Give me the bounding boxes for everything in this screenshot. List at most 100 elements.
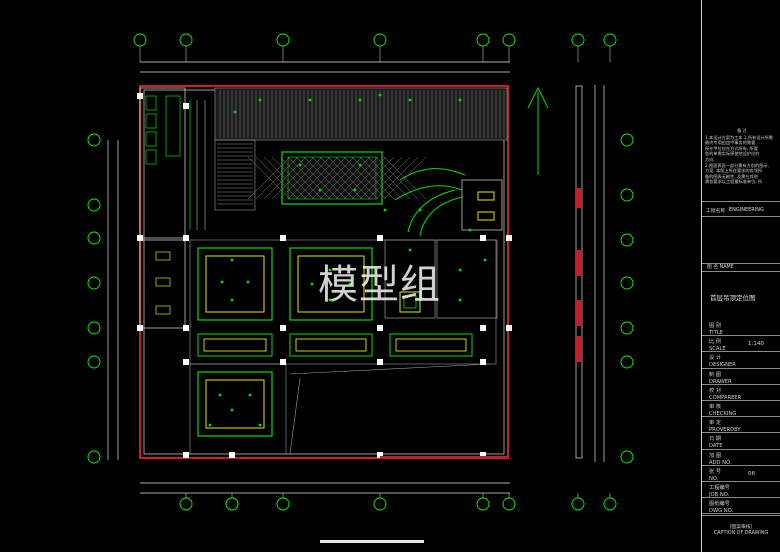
column: [183, 359, 189, 365]
light-fixture: [458, 268, 462, 272]
axis-bubble-bottom: [179, 497, 193, 511]
row-label-cn: 图纸编号: [709, 501, 730, 508]
axis-bubble-left: [87, 321, 101, 335]
note-line: 方向.: [705, 156, 715, 162]
pattern-line: [287, 156, 331, 200]
row-label-en: DRAWER: [709, 378, 732, 385]
note-line: 方案, 本图上所在要求的各领所: [705, 168, 763, 174]
axis-bubble-bottom: [571, 497, 585, 511]
axis-bubble-right: [620, 276, 634, 290]
north-arrow: [527, 86, 549, 175]
column: [480, 235, 486, 241]
light-fixture: [458, 298, 462, 302]
light-fixture: [378, 93, 382, 97]
column: [280, 325, 286, 331]
column: [377, 325, 383, 331]
row-label-cn: 图 别: [709, 323, 722, 329]
column: [229, 452, 235, 458]
row-label-cn: 日 期: [709, 436, 722, 443]
note-line: 2.图面表面一部分需有方别的图示,: [705, 162, 769, 168]
row-label-en: ADD NO.: [709, 459, 732, 466]
row-label-en: CHECKING: [709, 411, 737, 417]
light-fixture: [230, 408, 234, 412]
pattern-line: [343, 156, 387, 200]
axis-bubble-right: [620, 233, 634, 247]
axis-bubble-right: [620, 321, 634, 335]
note-line: 所在甲位应在方式所有, 所要: [705, 145, 758, 151]
light-fixture: [208, 423, 212, 427]
axis-bubble-top: [179, 33, 193, 47]
row-label-cn: 审 核: [709, 404, 722, 410]
timber-strip-ceiling: [214, 87, 508, 211]
caption-en: CAPTION OF DRAWING: [713, 531, 769, 536]
central-decorative-panel: [247, 151, 427, 205]
ceiling-coffers: [189, 239, 498, 455]
note-line: 各的单需实际原使地设护应的: [705, 151, 760, 157]
column: [480, 325, 486, 331]
row-label-cn: 校 对: [709, 387, 722, 394]
column: [183, 235, 189, 241]
engineering-value: ENGINEERING: [729, 207, 764, 213]
light-fixture: [230, 298, 234, 302]
light-fixture: [258, 423, 262, 427]
right-window-strip: [575, 85, 583, 459]
light-fixture: [348, 282, 352, 286]
light-fixture: [468, 228, 472, 232]
row-label-en: SCALE: [709, 346, 726, 353]
pattern-line: [351, 156, 395, 200]
pattern-line: [327, 156, 371, 200]
row-label-cn: 比 例: [709, 339, 722, 346]
engineering-row: 工程名称 ENGINEERING: [702, 201, 780, 217]
row-label-en: TITLE: [709, 330, 724, 336]
axis-bubble-top: [571, 33, 585, 47]
cad-drawing-canvas[interactable]: [0, 0, 700, 552]
light-fixture: [458, 98, 462, 102]
axis-bubble-left: [87, 231, 101, 245]
caption-block: (图案审核) CAPTION OF DRAWING: [702, 515, 780, 552]
pattern-line: [359, 156, 403, 200]
note-line: 最终专用由由甲事务的需要: [705, 140, 756, 146]
light-fixture: [248, 393, 252, 397]
column: [506, 235, 512, 241]
drawing-name: 首层吊顶定位图: [710, 294, 756, 302]
light-fixture: [408, 248, 412, 252]
row-label-en: COMPAREER: [709, 394, 742, 401]
axis-bubble-right: [620, 355, 634, 369]
row-label-cn: 审 定: [709, 420, 722, 427]
light-fixture: [358, 163, 362, 167]
row-label-en: PROVERDBY: [709, 427, 741, 434]
column: [280, 235, 286, 241]
row-label-en: DWG NO.: [709, 508, 734, 515]
column: [137, 235, 143, 241]
caption-cn: (图案审核): [729, 525, 753, 530]
pattern-line: [367, 156, 411, 200]
axis-bubble-bottom: [502, 497, 516, 511]
light-fixture: [233, 110, 237, 114]
notes-header: 备 注: [737, 128, 747, 133]
horizontal-scrollbar[interactable]: [320, 540, 424, 543]
light-fixture: [383, 208, 387, 212]
axis-bubble-top: [276, 33, 290, 47]
ceiling-light-fixtures: [208, 93, 487, 427]
axis-bubble-top: [133, 33, 147, 47]
row-label-en: DESIGNER: [709, 362, 736, 369]
light-fixture: [318, 188, 322, 192]
axis-bubble-bottom: [276, 497, 290, 511]
row-label-cn: 加 图: [709, 452, 722, 459]
grid-axis-bubbles: [87, 33, 634, 511]
axis-bubble-left: [87, 198, 101, 212]
pattern-line: [335, 156, 379, 200]
column: [377, 452, 383, 458]
axis-bubble-bottom: [476, 497, 490, 511]
title-block-panel: 备 注 1.本设计方案为工本 1.所有设计所需最终专用由由甲事务的需要所在甲位应…: [701, 0, 780, 552]
column: [183, 452, 189, 458]
light-fixture: [328, 268, 332, 272]
